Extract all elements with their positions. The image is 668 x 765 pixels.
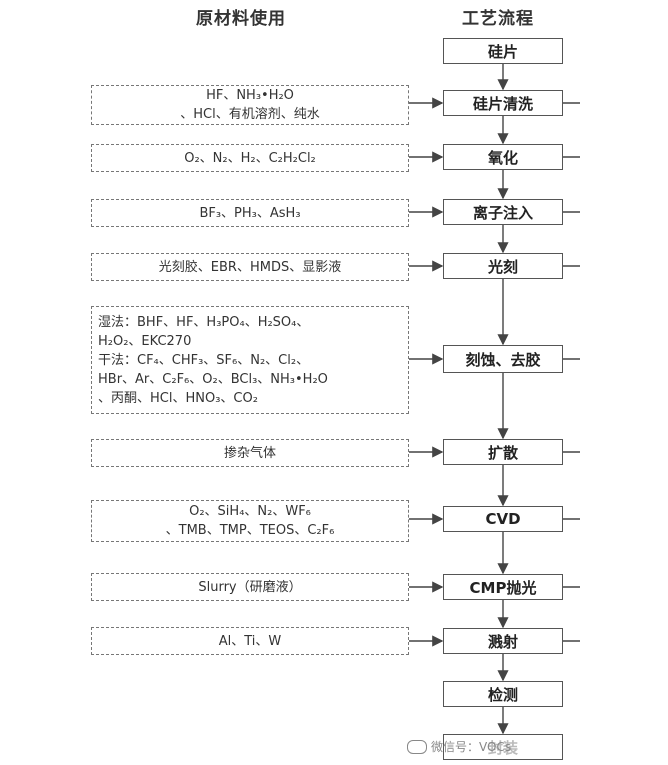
material-box-cleaning: HF、NH₃•H₂O 、HCl、有机溶剂、纯水 [91, 85, 409, 125]
material-box-sputtering: Al、Ti、W [91, 627, 409, 655]
material-line: 干法：CF₄、CHF₃、SF₆、N₂、Cl₂、 [98, 352, 310, 368]
process-step-cmp: CMP抛光 [443, 574, 563, 600]
material-box-cvd: O₂、SiH₄、N₂、WF₆ 、TMB、TMP、TEOS、C₂F₆ [91, 500, 409, 542]
material-line: Slurry（研磨液） [198, 579, 302, 595]
material-box-cmp: Slurry（研磨液） [91, 573, 409, 601]
process-step-wafer: 硅片 [443, 38, 563, 64]
material-line: 、丙酮、HCl、HNO₃、CO₂ [98, 390, 258, 406]
process-step-cvd: CVD [443, 506, 563, 532]
material-line: O₂、SiH₄、N₂、WF₆ [189, 504, 311, 519]
material-line: HBr、Ar、C₂F₆、O₂、BCl₃、NH₃•H₂O [98, 371, 328, 387]
process-step-etch-strip: 刻蚀、去胶 [443, 345, 563, 373]
materials-column-header: 原材料使用 [196, 9, 286, 29]
material-line: Al、Ti、W [218, 633, 282, 649]
process-step-ion-implant: 离子注入 [443, 199, 563, 225]
material-box-lithography: 光刻胶、EBR、HMDS、显影液 [91, 253, 409, 281]
material-line: 掺杂气体 [223, 445, 276, 461]
material-box-oxidation: O₂、N₂、H₂、C₂H₂Cl₂ [91, 144, 409, 172]
material-line: BF₃、PH₃、AsH₃ [199, 205, 301, 221]
process-step-packaging: 封装 [443, 734, 563, 760]
process-step-oxidation: 氧化 [443, 144, 563, 170]
process-step-lithography: 光刻 [443, 253, 563, 279]
watermark-text: 微信号：VOCs [431, 740, 512, 754]
material-line: 光刻胶、EBR、HMDS、显影液 [158, 259, 342, 275]
material-box-etch: 湿法：BHF、HF、H₃PO₄、H₂SO₄、 H₂O₂、EKC270 干法：CF… [91, 306, 409, 414]
process-step-sputtering: 溅射 [443, 628, 563, 654]
process-step-inspection: 检测 [443, 681, 563, 707]
process-step-wafer-cleaning: 硅片清洗 [443, 90, 563, 116]
wechat-icon [407, 739, 427, 754]
material-box-diffusion: 掺杂气体 [91, 439, 409, 467]
process-column-header: 工艺流程 [462, 9, 534, 29]
process-step-diffusion: 扩散 [443, 439, 563, 465]
material-line: O₂、N₂、H₂、C₂H₂Cl₂ [184, 150, 316, 166]
material-line: H₂O₂、EKC270 [98, 333, 192, 349]
material-line: 、HCl、有机溶剂、纯水 [180, 107, 320, 122]
material-line: HF、NH₃•H₂O [206, 88, 294, 103]
watermark: 微信号：VOCs [407, 738, 511, 755]
material-box-ion-implant: BF₃、PH₃、AsH₃ [91, 199, 409, 227]
material-line: 、TMB、TMP、TEOS、C₂F₆ [165, 523, 335, 538]
material-line: 湿法：BHF、HF、H₃PO₄、H₂SO₄、 [98, 314, 310, 330]
